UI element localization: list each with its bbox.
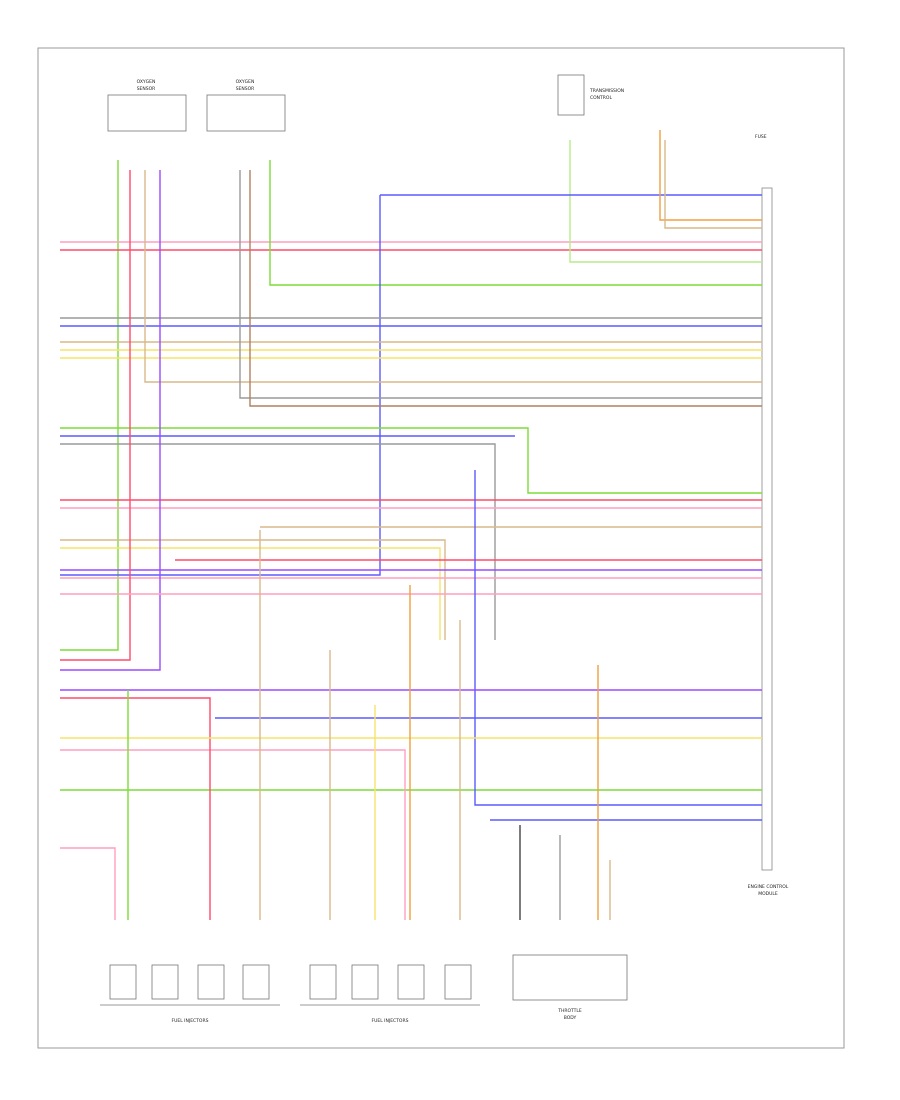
injector-group — [100, 964, 480, 1006]
wire-tan-8 — [664, 140, 762, 229]
wire-gray-19 — [60, 443, 496, 640]
wire-blue-32 — [474, 470, 762, 806]
wire-light_green-4 — [569, 140, 762, 263]
wire-tan-23 — [60, 539, 446, 640]
wire-tan-14 — [144, 170, 762, 383]
o2-left-label-2: SENSOR — [137, 86, 156, 92]
fuse-label: FUSE — [755, 134, 767, 140]
fuel-injectors-left-label: FUEL INJECTORS — [172, 1018, 209, 1024]
wire-green-17 — [60, 427, 762, 494]
o2-right-label-1: OXYGEN — [236, 79, 255, 85]
wire-yellow-24 — [60, 547, 441, 640]
fuel-injector-3 — [197, 964, 225, 1000]
wire-red-34 — [60, 697, 211, 920]
wire-blue-6 — [60, 195, 381, 576]
wire-green-0 — [60, 160, 119, 651]
wire-bundle — [60, 130, 762, 920]
throttle-label-1: THROTTLE — [557, 1008, 582, 1014]
diagram-frame — [37, 47, 845, 1049]
fuel-injector-7 — [397, 964, 425, 1000]
fuel-injector-6 — [351, 964, 379, 1000]
fuel-injector-8 — [444, 964, 472, 1000]
wire-brown-16 — [249, 170, 762, 407]
transmission-control-box: TRANSMISSION CONTROL — [557, 74, 624, 116]
throttle-body: THROTTLE BODY — [512, 954, 628, 1021]
ecm-module: ENGINE CONTROL MODULE — [748, 187, 789, 897]
fuel-injector-4 — [242, 964, 270, 1000]
wire-pink-44 — [60, 847, 116, 920]
wire-pink-33 — [60, 749, 406, 920]
wire-red-29 — [60, 170, 131, 661]
ecm-label-1: ENGINE CONTROL — [748, 884, 789, 890]
ecm-label-2: MODULE — [758, 891, 778, 897]
o2-sensor-right: OXYGEN SENSOR — [206, 79, 286, 132]
fuel-injector-2 — [151, 964, 179, 1000]
wire-violet-28 — [60, 170, 161, 671]
fuel-injectors-right-label: FUEL INJECTORS — [372, 1018, 409, 1024]
transmission-label-1: TRANSMISSION — [589, 88, 624, 94]
o2-sensor-left: OXYGEN SENSOR — [107, 79, 187, 132]
o2-left-label-1: OXYGEN — [137, 79, 156, 85]
fuel-injector-1 — [109, 964, 137, 1000]
wire-green-3 — [269, 160, 762, 286]
wire-gray-15 — [239, 170, 762, 399]
wire-orange-7 — [659, 130, 762, 221]
transmission-label-2: CONTROL — [590, 95, 612, 101]
fuel-injector-5 — [309, 964, 337, 1000]
throttle-label-2: BODY — [564, 1015, 577, 1021]
o2-right-label-2: SENSOR — [236, 86, 255, 92]
